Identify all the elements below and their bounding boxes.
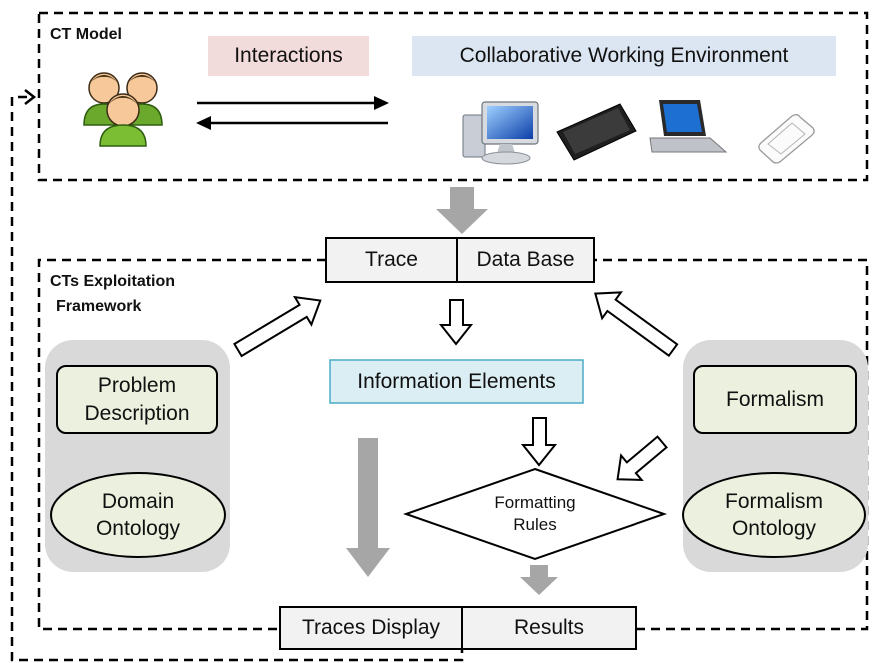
interactions-label: Interactions [234,44,343,68]
interaction-arrow-right-head [374,96,389,110]
problem-description-label: Problem Description [57,366,217,433]
environment-box [412,36,836,76]
hollow-arrow-left-panel-to-database [233,295,322,358]
ct-model-frame [37,11,869,182]
rules-line1: Formatting [494,492,576,512]
smartphone-icon [758,114,815,164]
feedback-arrowhead [24,89,37,105]
hollow-arrow-down-rules [520,417,558,467]
framework-frame [37,258,869,631]
data-base-label: Data Base [476,248,575,272]
interactions-box [208,36,369,76]
results-cell [461,606,637,650]
trace-cell [325,237,458,283]
gray-arrow-to-traces-display [346,438,390,577]
formalism-ontology-line1: Formalism [725,489,823,513]
hollow-arrow-down-info [438,299,474,346]
traces-display-label: Traces Display [301,616,441,640]
interaction-arrow-left-head [196,116,211,130]
formalism-ontology-line2: Ontology [731,517,817,540]
gray-arrow-to-results [520,565,558,595]
ct-model-title: CT Model [50,26,122,44]
formalism-ontology-ellipse [682,472,866,558]
problem-line2: Description [84,401,190,425]
formalism-ontology-label: Formalism Ontology [683,473,865,557]
domain-line2: Ontology [95,517,181,540]
formalism-box [693,365,857,434]
formatting-rules-diamond [402,467,668,561]
results-label: Results [513,616,585,640]
problem-line1: Problem [97,374,177,398]
trace-label: Trace [365,248,418,272]
data-base-cell [456,237,595,283]
domain-line1: Domain [101,489,175,513]
domain-ontology-ellipse [50,472,226,558]
hollow-arrow-right-panel-to-rules [616,435,668,482]
hollow-arrow-right-panel-to-database [594,291,679,358]
formatting-rules-label: Formatting Rules [460,485,610,543]
information-elements-label: Information Elements [357,369,556,393]
environment-label: Collaborative Working Environment [459,44,789,68]
users-group-icon [83,72,163,147]
problem-description-box [56,365,218,434]
framework-title-line1: CTs Exploitation [50,273,176,291]
gray-arrow-to-database [436,187,488,234]
information-elements-box [329,359,584,404]
tablet-icon [556,103,637,161]
laptop-icon [649,100,728,153]
formalism-label: Formalism [726,387,824,411]
domain-ontology-label: Domain Ontology [51,473,225,557]
desktop-computer-icon [462,101,539,165]
rules-line2: Rules [513,515,557,534]
framework-title-line2: Framework [56,298,142,316]
traces-display-cell [279,606,463,650]
feedback-loop-line [10,95,464,662]
